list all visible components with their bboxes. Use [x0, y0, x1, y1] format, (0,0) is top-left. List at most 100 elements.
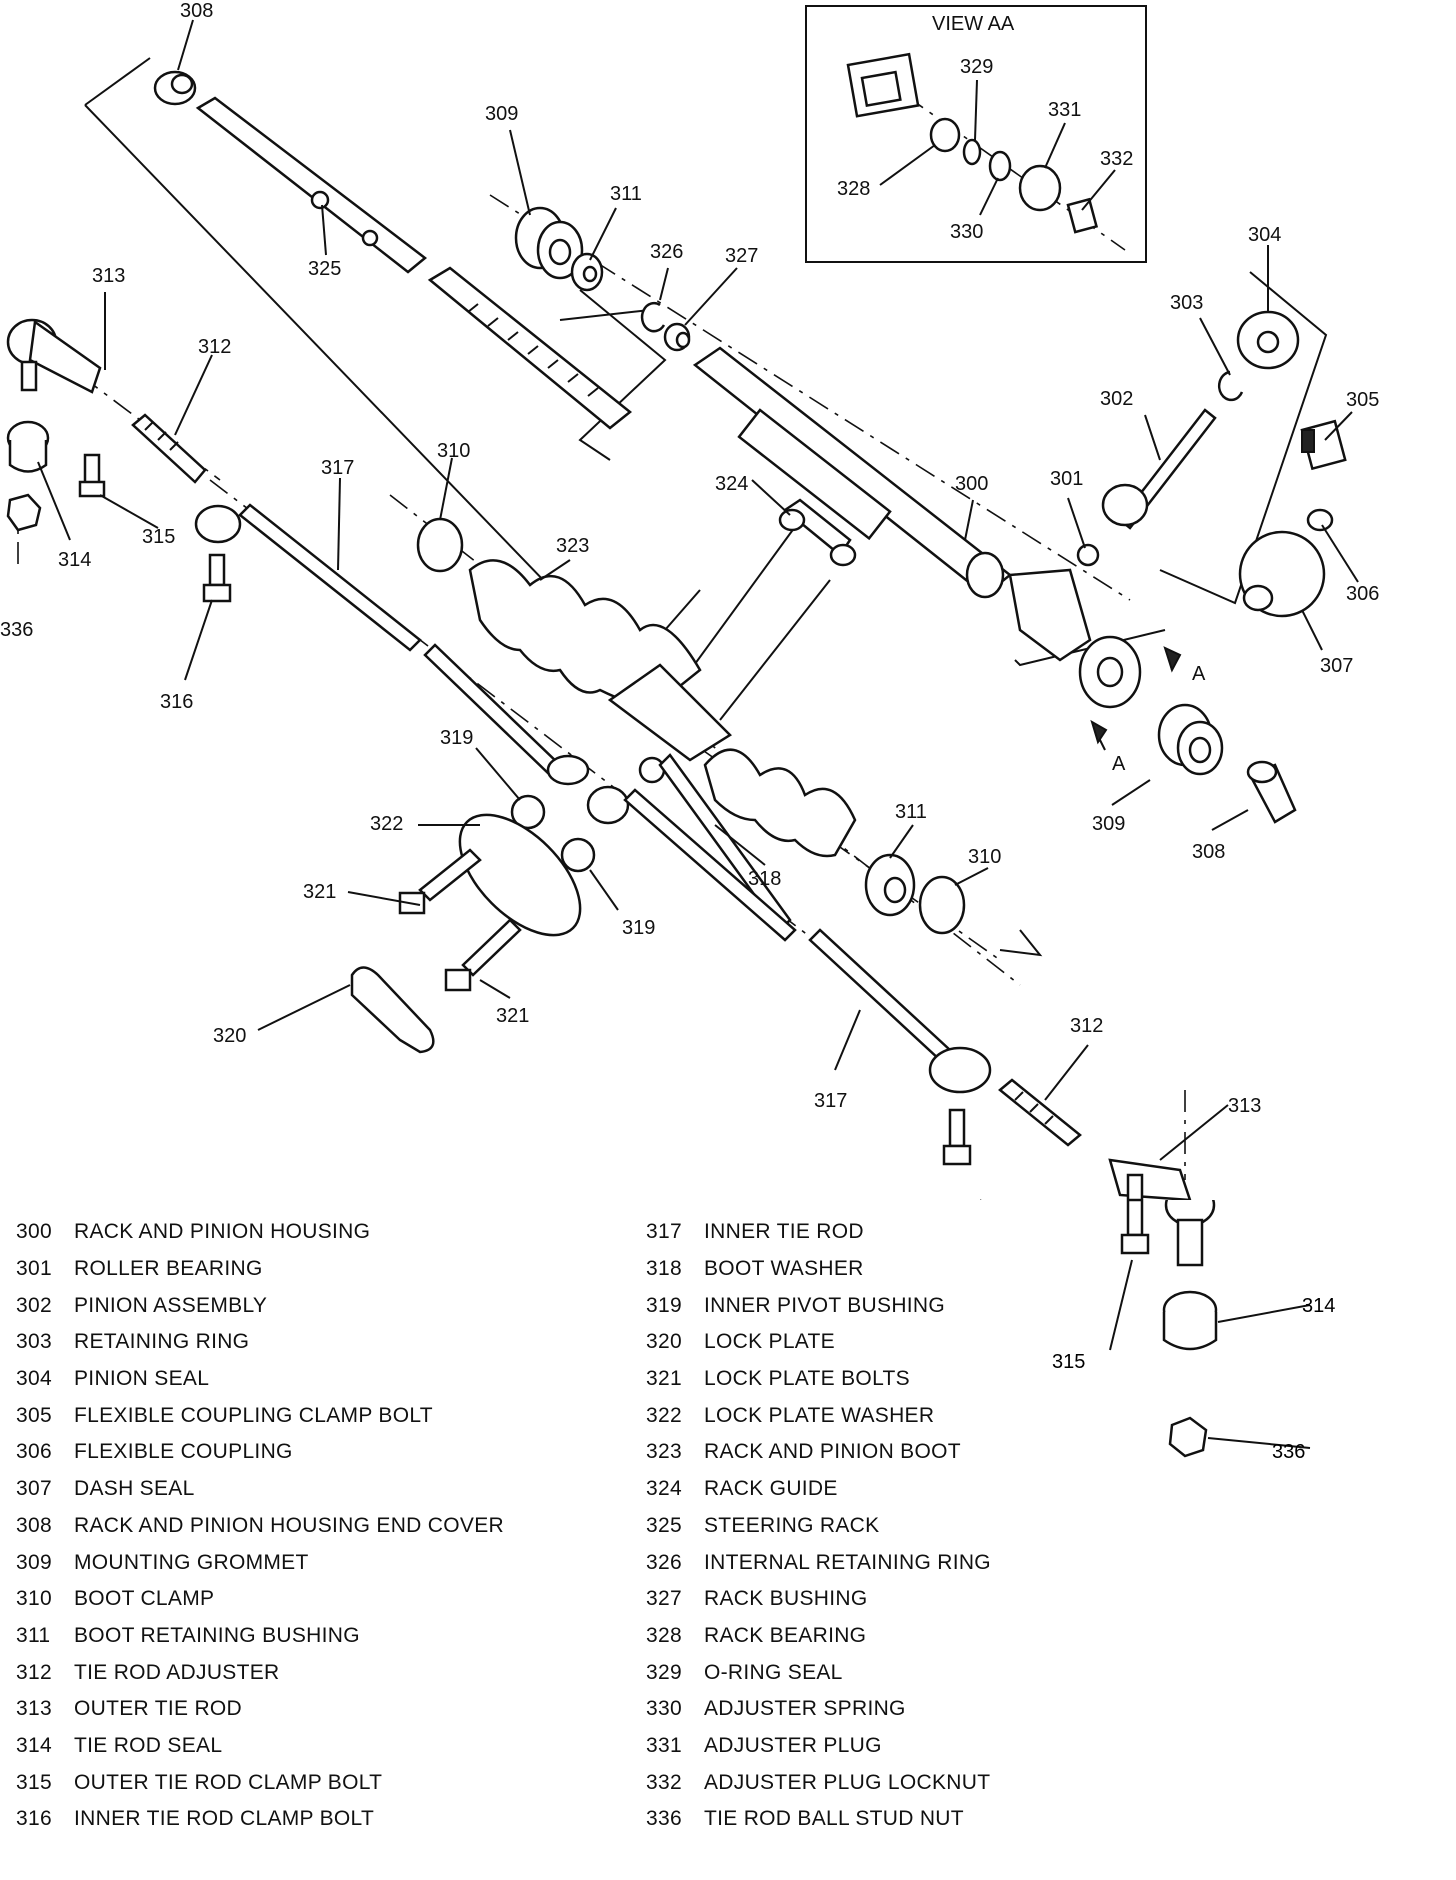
legend-item: 336 TIE ROD BALL STUD NUT: [646, 1801, 991, 1838]
legend-number: 321: [646, 1367, 682, 1391]
coupling-bracket: [1159, 271, 1328, 605]
part-315-clamp-bolt-lower: [1126, 1173, 1144, 1200]
callout-306: 306: [1346, 583, 1379, 605]
part-313-outer-tie-rod-lower: [1108, 1158, 1192, 1200]
part-311-bushing-lower: [864, 853, 916, 917]
legend-part-name: TIE ROD BALL STUD NUT: [704, 1807, 964, 1831]
legend-item: 308 RACK AND PINION HOUSING END COVER: [16, 1508, 504, 1545]
legend-part-name: RACK AND PINION HOUSING END COVER: [74, 1513, 504, 1537]
callout-336: 336: [0, 619, 33, 641]
callout-308: 308: [180, 0, 213, 22]
legend-item: 301 ROLLER BEARING: [16, 1251, 504, 1288]
legend-number: 326: [646, 1550, 682, 1574]
part-303-retaining-ring: [1217, 370, 1244, 402]
legend-number: 323: [646, 1440, 682, 1464]
callout-302: 302: [1100, 388, 1133, 410]
callout-312: 312: [198, 336, 231, 358]
part-313-outer-tie-rod-upper: [6, 318, 102, 394]
legend-part-name: PINION ASSEMBLY: [74, 1293, 268, 1317]
callout-323: 323: [556, 535, 589, 557]
section-mark-top: A: [1192, 663, 1206, 685]
part-316-clamp-bolt-upper: [202, 553, 232, 603]
callout-309-lower: 309: [1092, 813, 1125, 835]
part-315-clamp-bolt-upper: [78, 453, 106, 498]
legend-number: 311: [16, 1623, 51, 1647]
callout-320: 320: [213, 1025, 246, 1047]
part-318-boot-washer: [638, 753, 792, 932]
callout-336-lower: 336: [1272, 1441, 1305, 1463]
part-302-pinion-assembly: [1101, 408, 1217, 530]
legend-part-name: INNER TIE ROD CLAMP BOLT: [74, 1807, 375, 1831]
legend-number: 308: [16, 1513, 52, 1537]
callout-310: 310: [437, 440, 470, 462]
legend-number: 315: [16, 1770, 52, 1794]
part-320-lock-plate: [350, 966, 435, 1054]
legend-number: 301: [16, 1257, 52, 1281]
legend-number: 307: [16, 1477, 52, 1501]
legend-number: 305: [16, 1403, 52, 1427]
callout-labels: 308 309 311 326 327 325 313 312 317 310 …: [0, 0, 1379, 1117]
part-325-steering-rack: [195, 96, 633, 430]
callout-313-lower: 313: [1228, 1095, 1261, 1117]
legend-part-name: RACK BEARING: [704, 1623, 867, 1647]
callout-300: 300: [955, 473, 988, 495]
legend-number: 316: [16, 1807, 52, 1831]
part-308-end-cover-lower: [1246, 760, 1297, 824]
part-309-grommet-lower: [1157, 703, 1224, 776]
view-aa-title: VIEW AA: [932, 13, 1015, 35]
legend-part-name: RACK AND PINION HOUSING: [74, 1220, 371, 1244]
legend-item: 326 INTERNAL RETAINING RING: [646, 1544, 991, 1581]
callout-319-upper: 319: [440, 727, 473, 749]
part-315-clamp-bolt-lower-head: [1120, 1200, 1150, 1255]
legend-number: 325: [646, 1513, 682, 1537]
callout-311-lower: 311: [895, 801, 927, 823]
part-321-lock-plate-bolts: [398, 848, 522, 992]
part-305-clamp-bolt: [1301, 429, 1315, 453]
section-mark-bottom: A: [1112, 753, 1126, 775]
legend-number: 314: [16, 1733, 52, 1757]
legend-part-name: INNER PIVOT BUSHING: [704, 1293, 946, 1317]
legend-part-name: ROLLER BEARING: [74, 1257, 263, 1281]
callout-322: 322: [370, 813, 403, 835]
part-322-lock-plate-washer: [458, 813, 582, 937]
part-311-bushing-upper: [570, 252, 604, 292]
callout-328: 328: [837, 178, 870, 200]
legend-part-name: INTERNAL RETAINING RING: [704, 1550, 991, 1574]
callout-leaders: [37, 19, 1359, 1200]
callout-303: 303: [1170, 292, 1203, 314]
callout-309: 309: [485, 103, 518, 125]
section-arrows: A A: [1090, 646, 1206, 775]
legend-part-name: DASH SEAL: [74, 1477, 195, 1501]
part-312-adjuster-lower: [998, 1078, 1082, 1147]
callout-324: 324: [715, 473, 748, 495]
callout-305: 305: [1346, 389, 1379, 411]
callout-315: 315: [142, 526, 175, 548]
part-314-seal-upper: [6, 420, 50, 473]
legend-part-name: RACK GUIDE: [704, 1477, 838, 1501]
part-313-ball-stud-lower: [1164, 1200, 1216, 1267]
legend-part-name: LOCK PLATE WASHER: [704, 1403, 935, 1427]
legend-part-name: OUTER TIE ROD: [74, 1697, 243, 1721]
legend-part-name: BOOT WASHER: [704, 1257, 864, 1281]
part-314-seal-lower: [1162, 1290, 1218, 1351]
part-312-adjuster-upper: [131, 413, 207, 484]
legend-number: 336: [646, 1807, 682, 1831]
legend-part-name: LOCK PLATE: [704, 1330, 835, 1354]
